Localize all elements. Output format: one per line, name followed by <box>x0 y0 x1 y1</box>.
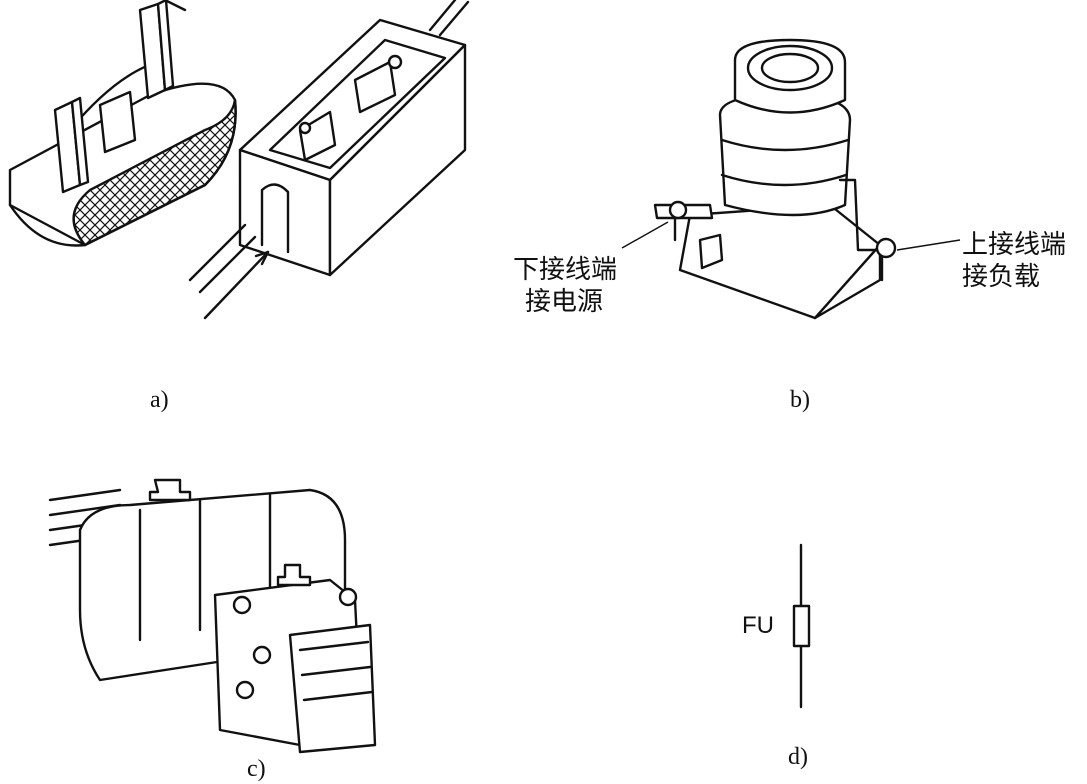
panel-b-caption: b) <box>790 387 810 413</box>
power-source-label: 接电源 <box>525 287 604 317</box>
panel-d-caption: d) <box>788 744 808 770</box>
plug-fuse-cover-drawing <box>8 0 237 247</box>
screw-fuse-drawing <box>621 38 961 320</box>
lower-terminal-label: 下接线端 <box>513 255 618 285</box>
upper-terminal-label: 上接线端 <box>962 230 1067 260</box>
load-label: 接负载 <box>962 262 1041 292</box>
plug-fuse-base-drawing <box>188 0 470 320</box>
cartridge-fuse-drawing <box>48 478 377 754</box>
panel-c-caption: c) <box>247 756 266 782</box>
panel-a-caption: a) <box>150 387 169 413</box>
fuse-symbol-label: FU <box>742 612 774 639</box>
fuse-symbol-drawing <box>792 543 811 709</box>
